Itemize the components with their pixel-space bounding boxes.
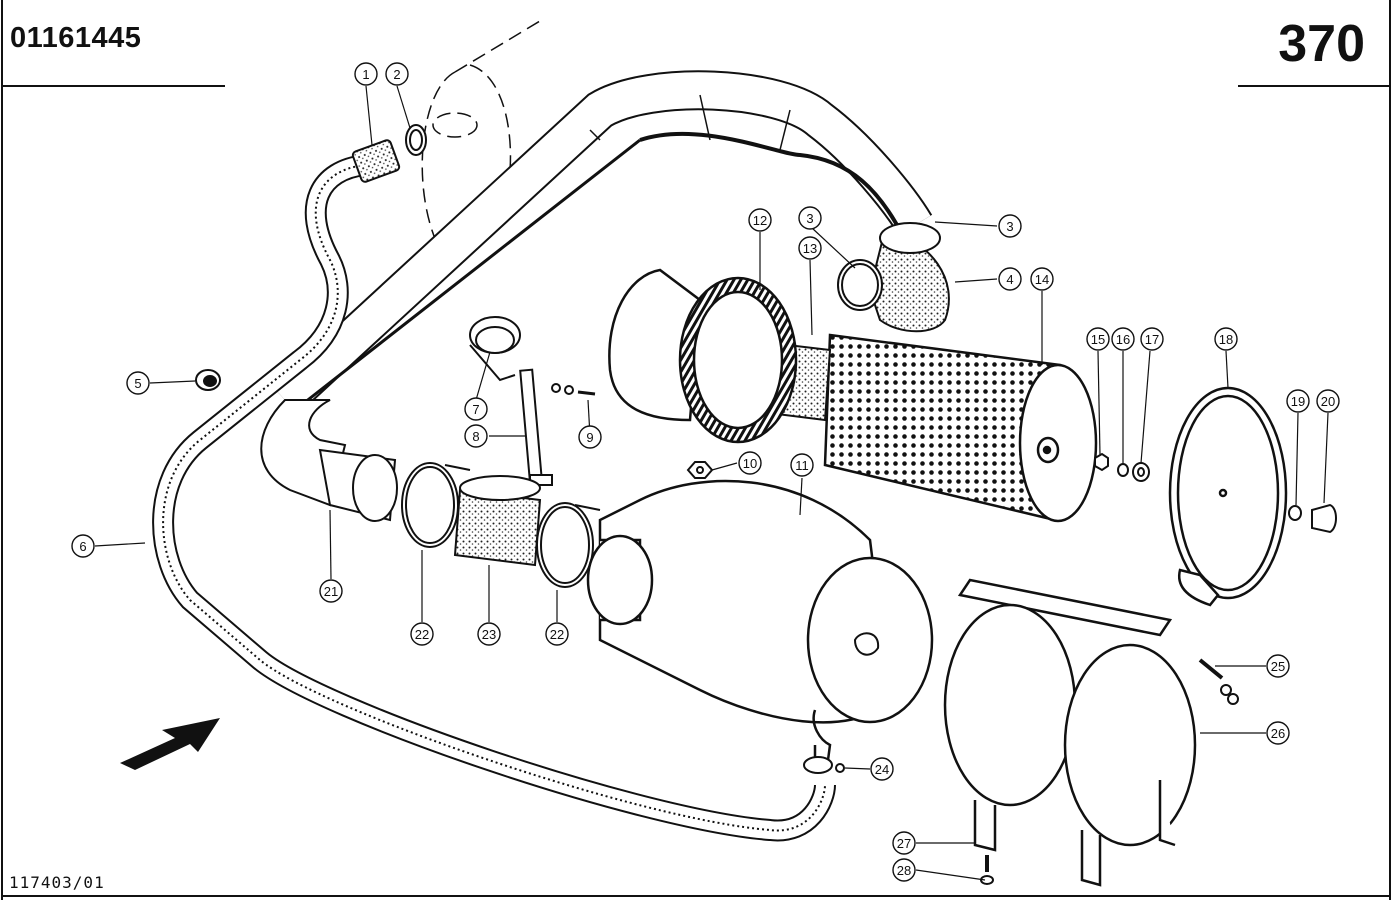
callout-25: 25 [1266, 654, 1290, 678]
callout-7: 7 [464, 397, 488, 421]
air-duct-tube [271, 70, 933, 415]
callout-1: 1 [354, 62, 378, 86]
svg-text:8: 8 [472, 429, 479, 444]
mounting-brackets [943, 578, 1197, 887]
svg-text:5: 5 [134, 376, 141, 391]
callouts: 1 2 3 3 4 5 6 7 8 9 10 11 12 13 14 15 16… [71, 62, 1340, 882]
svg-text:23: 23 [482, 627, 496, 642]
svg-text:7: 7 [472, 402, 479, 417]
svg-text:24: 24 [875, 762, 889, 777]
svg-text:18: 18 [1219, 332, 1233, 347]
svg-text:26: 26 [1271, 726, 1285, 741]
rubber-elbow-hose [837, 222, 950, 333]
callout-6: 6 [71, 534, 95, 558]
page-number: 370 [1278, 15, 1365, 73]
svg-text:28: 28 [897, 863, 911, 878]
svg-text:12: 12 [753, 213, 767, 228]
callout-15: 15 [1086, 327, 1110, 351]
grommet [195, 369, 221, 391]
callout-19: 19 [1286, 389, 1310, 413]
callout-24: 24 [870, 757, 894, 781]
callout-5: 5 [126, 371, 150, 395]
leader-lines [94, 85, 1329, 881]
callout-13: 13 [798, 236, 822, 260]
callout-22b: 22 [545, 622, 569, 646]
svg-text:13: 13 [803, 241, 817, 256]
callout-10: 10 [738, 451, 762, 475]
svg-text:10: 10 [743, 456, 757, 471]
filter-cartridge [823, 333, 1098, 523]
callout-26: 26 [1266, 721, 1290, 745]
svg-text:3: 3 [806, 211, 813, 226]
svg-text:17: 17 [1145, 332, 1159, 347]
svg-text:6: 6 [79, 539, 86, 554]
callout-22a: 22 [410, 622, 434, 646]
filter-cover [1168, 386, 1288, 607]
callout-18: 18 [1214, 327, 1238, 351]
svg-text:22: 22 [415, 627, 429, 642]
airflow-arrow-icon [120, 718, 220, 770]
callout-11: 11 [790, 453, 814, 477]
callout-20: 20 [1316, 389, 1340, 413]
hose-clamps-and-sleeve [401, 462, 601, 588]
callout-17: 17 [1140, 327, 1164, 351]
air-filter-housing [586, 479, 934, 762]
hose-clamp-bracket [469, 316, 596, 486]
callout-14: 14 [1030, 267, 1054, 291]
precleaner-cyclone [608, 268, 798, 444]
callout-12: 12 [748, 208, 772, 232]
callout-4: 4 [998, 267, 1022, 291]
elbow-tube [260, 399, 398, 522]
callout-16: 16 [1111, 327, 1135, 351]
svg-text:20: 20 [1321, 394, 1335, 409]
callout-3b: 3 [798, 206, 822, 230]
svg-text:15: 15 [1091, 332, 1105, 347]
svg-text:27: 27 [897, 836, 911, 851]
svg-text:1: 1 [362, 67, 369, 82]
hose-connector [351, 124, 427, 183]
callout-9: 9 [578, 425, 602, 449]
svg-text:16: 16 [1116, 332, 1130, 347]
callout-3a: 3 [998, 214, 1022, 238]
callout-23: 23 [477, 622, 501, 646]
callout-27: 27 [892, 831, 916, 855]
svg-text:4: 4 [1006, 272, 1013, 287]
svg-text:19: 19 [1291, 394, 1305, 409]
callout-2: 2 [385, 62, 409, 86]
svg-text:3: 3 [1006, 219, 1013, 234]
svg-text:11: 11 [795, 458, 809, 473]
hose-clamp-small [803, 756, 845, 774]
bolts-and-nuts [980, 658, 1239, 885]
hex-nut [686, 461, 714, 479]
svg-text:25: 25 [1271, 659, 1285, 674]
drawing-reference: 117403/01 [9, 873, 105, 892]
svg-text:21: 21 [324, 584, 338, 599]
part-number: 01161445 [10, 22, 142, 54]
svg-text:2: 2 [393, 67, 400, 82]
callout-21: 21 [319, 579, 343, 603]
wing-nut [1288, 503, 1337, 534]
svg-text:22: 22 [550, 627, 564, 642]
callout-8: 8 [464, 424, 488, 448]
svg-text:14: 14 [1035, 272, 1049, 287]
hose-loop [152, 154, 836, 842]
callout-28: 28 [892, 858, 916, 882]
svg-text:9: 9 [586, 430, 593, 445]
